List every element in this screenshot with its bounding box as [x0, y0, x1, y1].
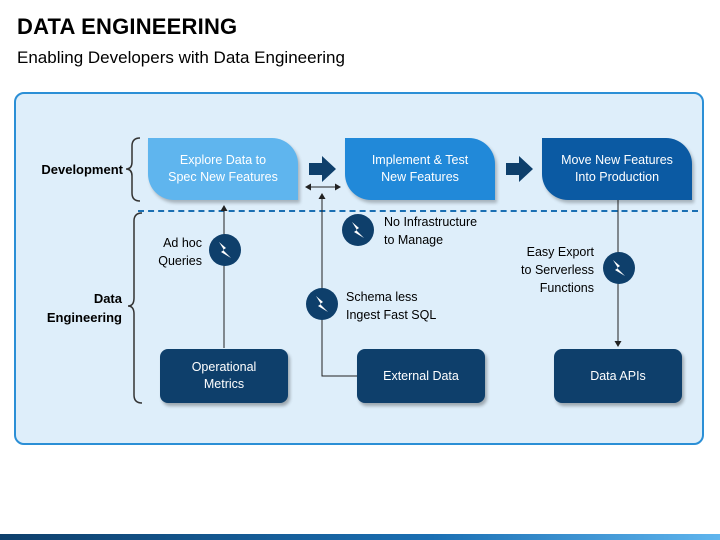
footer-bar — [0, 534, 720, 540]
note-easy-export: Easy Export to Serverless Functions — [521, 245, 594, 295]
row-label-data-engineering: Data Engineering — [46, 291, 122, 325]
step-explore-data: Explore Data to Spec New Features — [148, 138, 298, 200]
slide-subtitle: Enabling Developers with Data Engineerin… — [17, 48, 345, 67]
data-engineering-brace — [127, 212, 143, 404]
lightning-bolt-icon — [209, 234, 241, 266]
source-data-apis: Data APIs — [554, 349, 682, 403]
lightning-bolt-icon — [603, 252, 635, 284]
step-implement-test: Implement & Test New Features — [345, 138, 495, 200]
dashed-divider — [138, 210, 698, 212]
note-no-infrastructure: No Infrastructure to Manage — [384, 215, 478, 247]
source-external-data: External Data — [357, 349, 485, 403]
lightning-bolt-icon — [342, 214, 374, 246]
development-brace — [125, 137, 141, 202]
step-move-to-production: Move New Features Into Production — [542, 138, 692, 200]
external-to-implement-arrow — [318, 193, 357, 377]
source-operational-metrics: Operational Metrics — [160, 349, 288, 403]
right-arrow-icon — [506, 156, 533, 182]
right-arrow-icon — [309, 156, 336, 182]
note-schema-less: Schema less Ingest Fast SQL — [346, 290, 437, 322]
row-label-development: Development — [41, 162, 123, 177]
slide-title: DATA ENGINEERING — [17, 14, 238, 39]
lightning-bolt-icon — [306, 288, 338, 320]
note-adhoc-queries: Ad hoc Queries — [158, 236, 202, 268]
